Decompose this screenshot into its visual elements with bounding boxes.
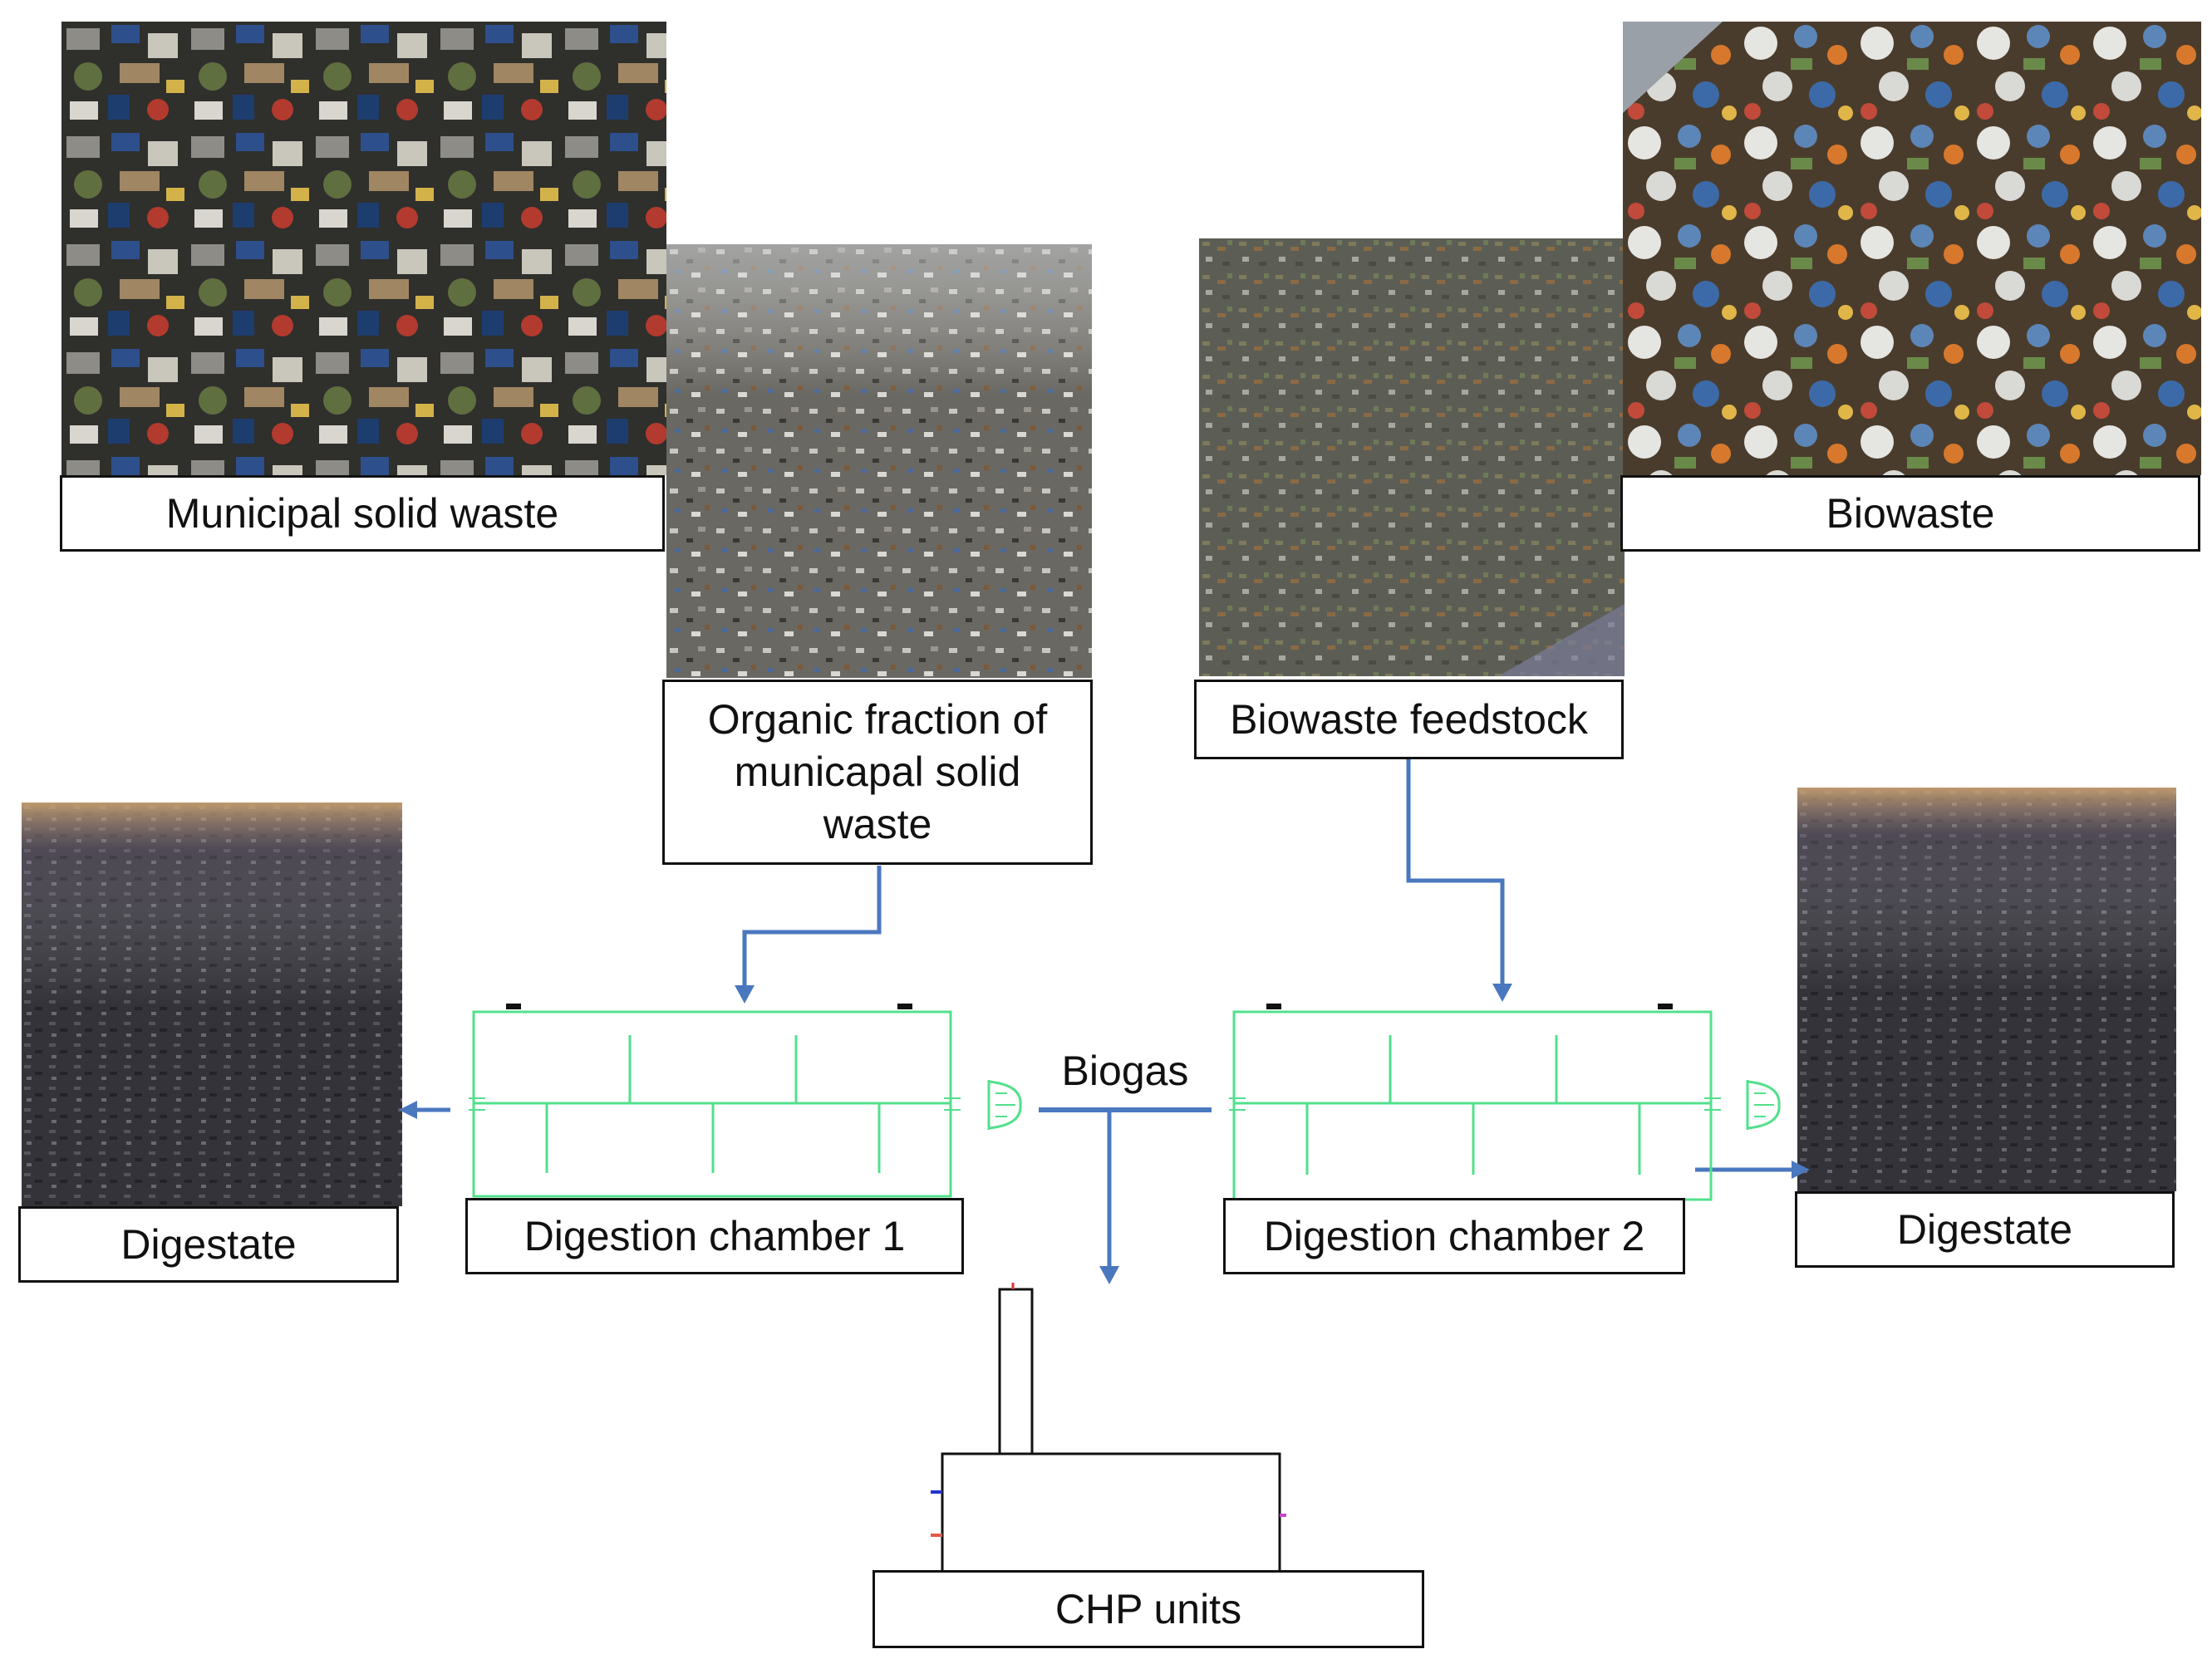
digestate-photo-left (22, 803, 402, 1206)
chamber1-port-right (897, 1004, 912, 1009)
digestate-label-right: Digestate (1795, 1191, 2175, 1268)
biowaste-feedstock-text: Biowaste feedstock (1230, 695, 1588, 743)
municipal-solid-waste-label: Municipal solid waste (60, 475, 665, 552)
digestion-chamber-2-drawing (1229, 1010, 1781, 1201)
chp-unit-drawing (931, 1283, 1286, 1577)
municipal-solid-waste-text: Municipal solid waste (165, 489, 559, 537)
digestion-chamber-1-label: Digestion chamber 1 (465, 1198, 964, 1274)
digestate-label-left: Digestate (18, 1206, 399, 1283)
chp-units-text: CHP units (1054, 1585, 1242, 1632)
organic-fraction-text: Organic fraction of municapal solid wast… (707, 696, 1048, 847)
digestate-text-left: Digestate (120, 1220, 297, 1268)
arrow-feedstock-to-chamber2 (1406, 759, 1512, 1002)
chamber2-port-right (1658, 1004, 1673, 1009)
arrow-chamber1-to-digestate (399, 1101, 450, 1119)
biowaste-photo (1623, 22, 2201, 475)
arrow-ofmsw-to-chamber1 (735, 866, 882, 1004)
chp-units-label: CHP units (873, 1570, 1424, 1648)
organic-fraction-label: Organic fraction of municapal solid wast… (662, 680, 1093, 865)
chamber2-port-left (1266, 1004, 1281, 1009)
organic-fraction-photo (666, 244, 1092, 678)
digestion-chamber-1-text: Digestion chamber 1 (524, 1212, 906, 1259)
chamber1-port-left (506, 1004, 521, 1009)
biowaste-feedstock-label: Biowaste feedstock (1194, 680, 1624, 759)
digestate-text-right: Digestate (1896, 1205, 2073, 1253)
digestion-chamber-1-drawing (469, 1010, 1022, 1198)
biowaste-text: Biowaste (1826, 489, 1995, 537)
digestate-photo-right (1797, 788, 2176, 1191)
biowaste-feedstock-photo (1199, 238, 1625, 676)
digestion-chamber-2-label: Digestion chamber 2 (1223, 1198, 1685, 1274)
arrow-chamber2-to-digestate (1695, 1161, 1810, 1179)
biogas-line (1039, 1107, 1212, 1284)
digestion-chamber-2-text: Digestion chamber 2 (1263, 1212, 1645, 1259)
biogas-label: Biogas (1061, 1048, 1189, 1094)
municipal-solid-waste-photo (61, 22, 666, 475)
biowaste-label: Biowaste (1620, 475, 2200, 552)
